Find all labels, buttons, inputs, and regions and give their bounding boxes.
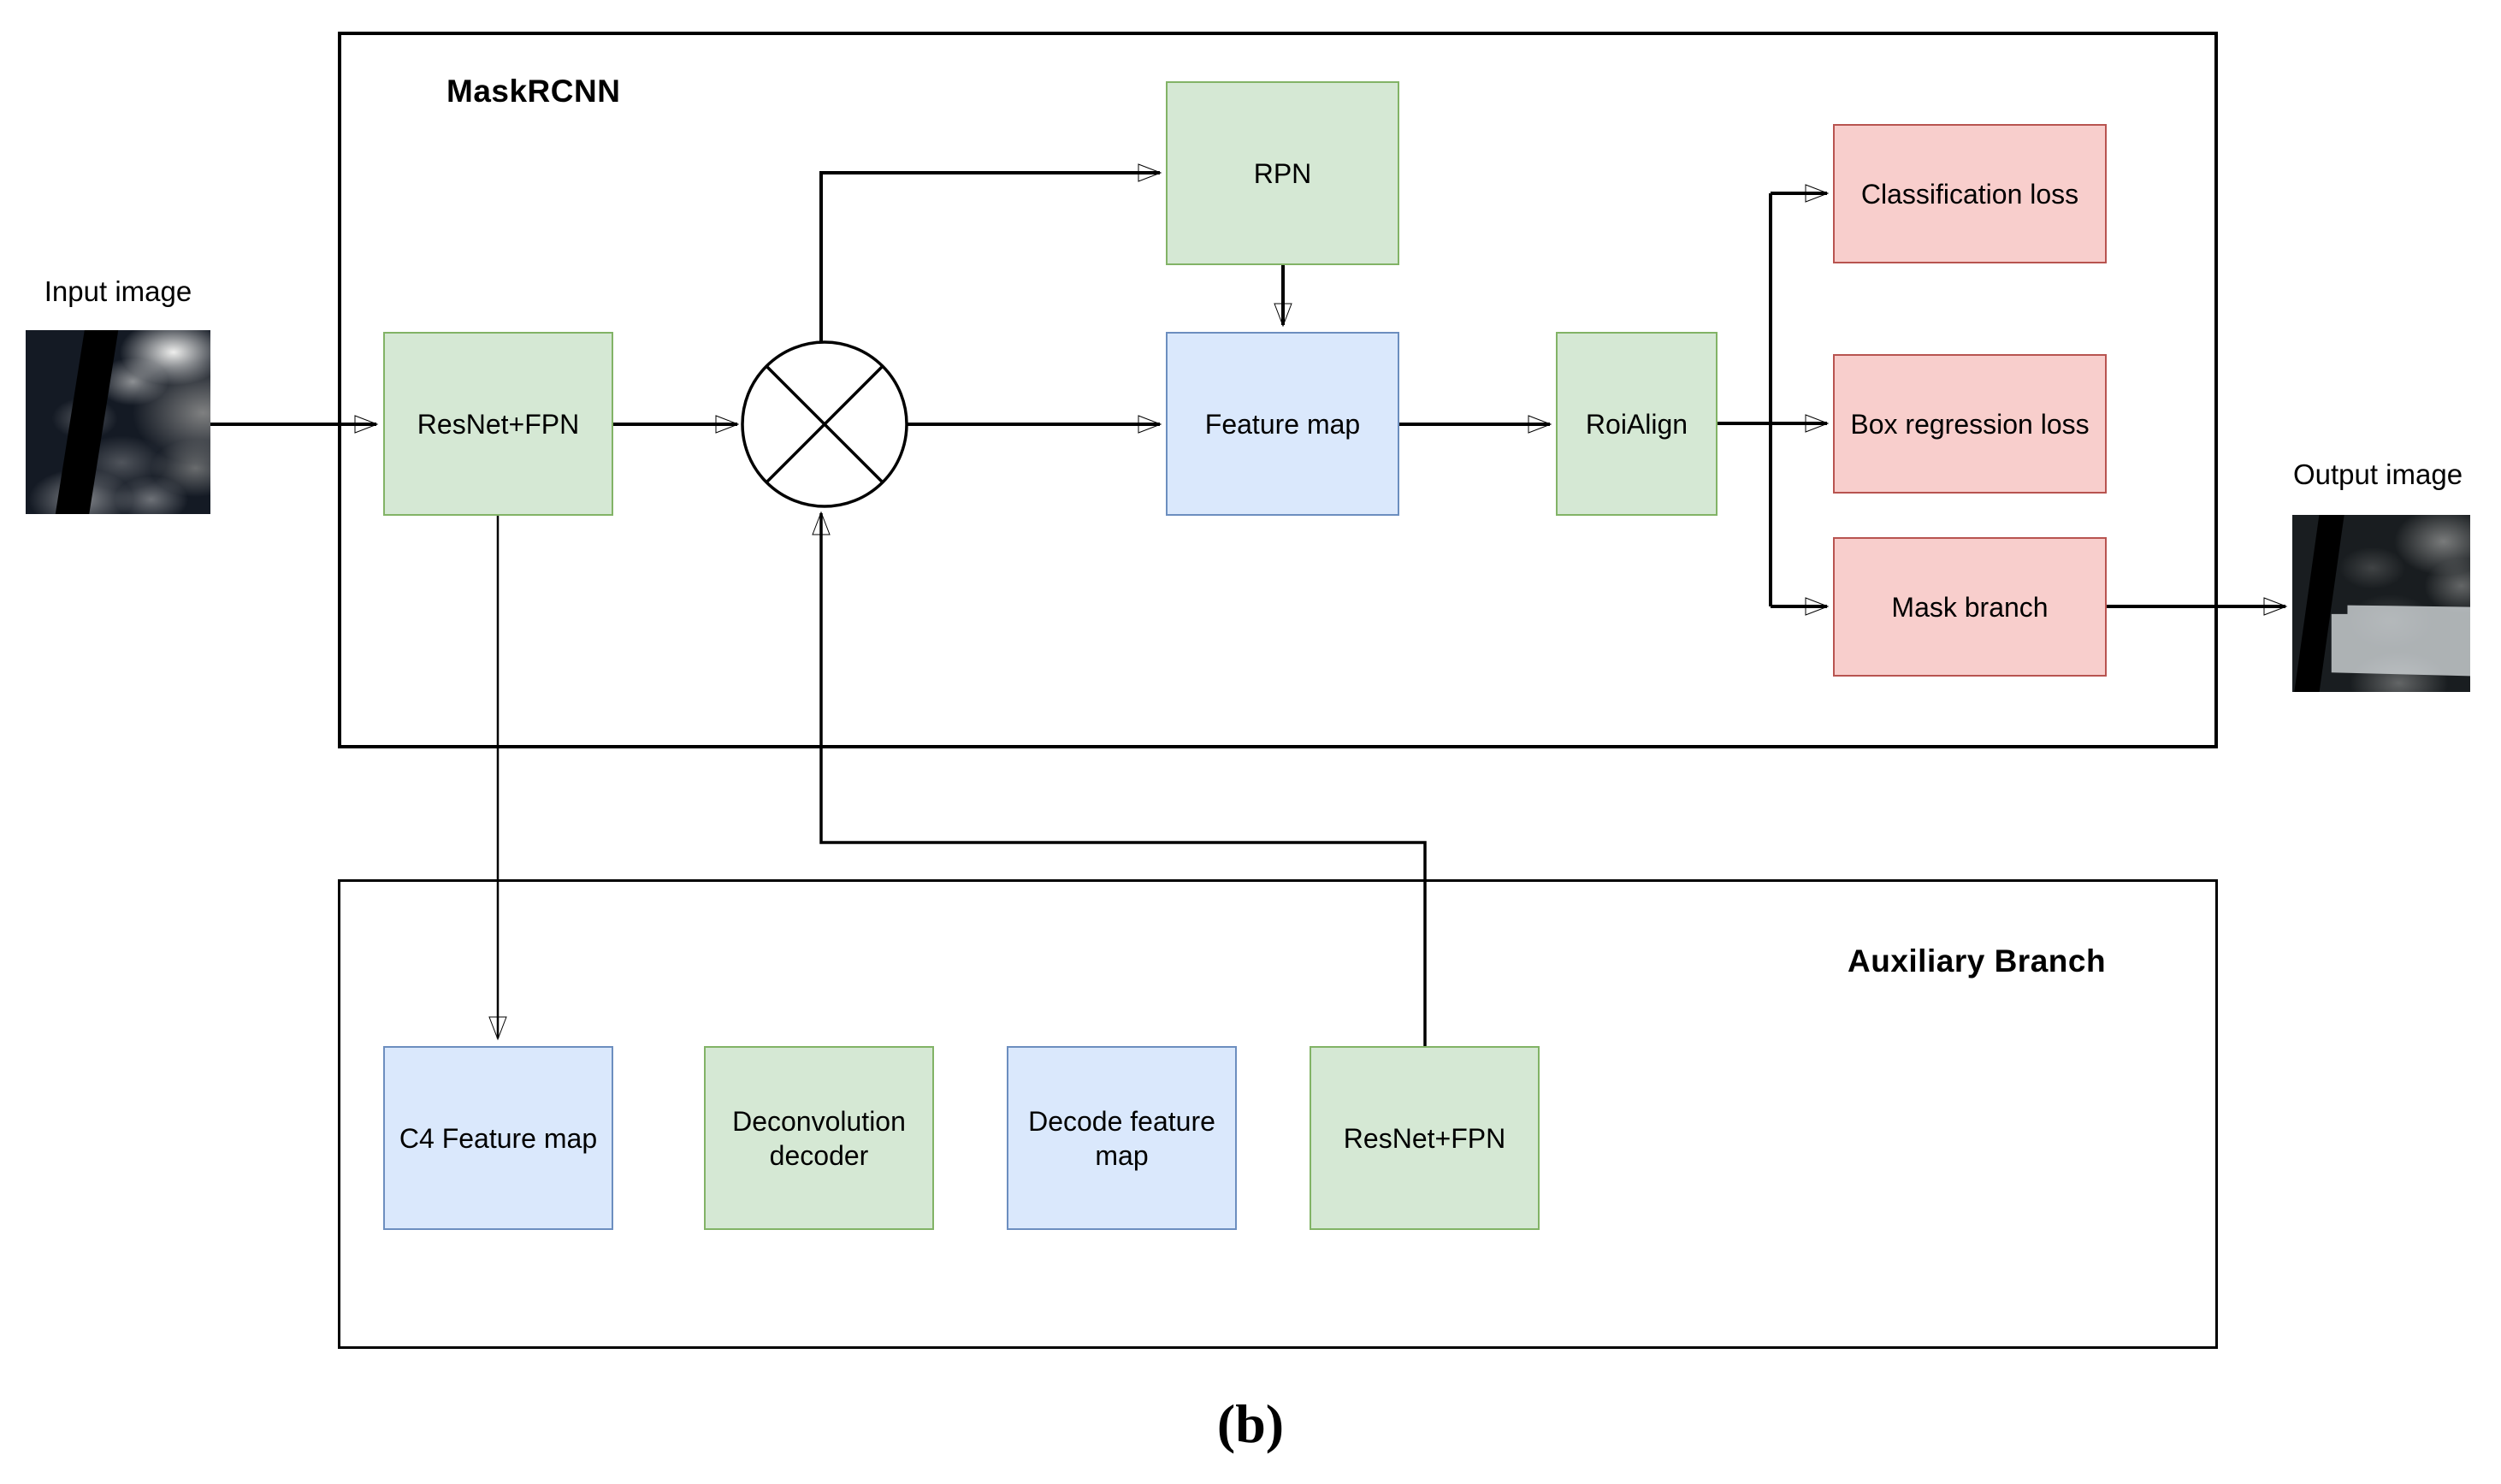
output-image-label: Output image (2292, 458, 2463, 490)
satellite-stripe (51, 330, 122, 514)
auxiliary-branch-title: Auxiliary Branch (1848, 943, 2107, 978)
node-label: Decode feature map (1028, 1105, 1215, 1171)
node-resnet-fpn: ResNet+FPN (383, 332, 613, 516)
node-roialign: RoiAlign (1556, 332, 1718, 516)
node-rpn: RPN (1166, 81, 1399, 265)
node-label: RPN (1253, 157, 1312, 189)
multiply-operator-icon (741, 340, 908, 508)
segmentation-mask-overlay (2331, 605, 2470, 677)
node-c4-feature-map: C4 Feature map (383, 1046, 613, 1230)
node-decode-feature-map: Decode feature map (1007, 1046, 1237, 1230)
node-label: Deconvolution decoder (732, 1105, 906, 1171)
node-label: C4 Feature map (399, 1122, 598, 1154)
auxiliary-container-box (338, 879, 2218, 1349)
figure-caption: (b) (1216, 1393, 1285, 1454)
node-label: Box regression loss (1850, 408, 2090, 440)
output-image-thumbnail (2292, 515, 2470, 692)
node-label: Mask branch (1891, 591, 2049, 623)
node-label: ResNet+FPN (417, 408, 580, 440)
maskrcnn-title: MaskRCNN (446, 74, 621, 109)
maskrcnn-container-box (338, 32, 2218, 748)
node-label: ResNet+FPN (1343, 1122, 1506, 1154)
arrow-operator-to-rpn (819, 163, 1162, 344)
node-label: RoiAlign (1585, 408, 1688, 440)
node-feature-map: Feature map (1166, 332, 1399, 516)
node-label: Classification loss (1860, 178, 2079, 210)
arrow-auxresnet-to-operator (812, 511, 1427, 1046)
input-image-thumbnail (26, 330, 210, 514)
input-image-label: Input image (44, 275, 192, 307)
node-label: Feature map (1204, 408, 1361, 440)
node-box-regression-loss: Box regression loss (1833, 354, 2107, 494)
node-classification-loss: Classification loss (1833, 124, 2107, 263)
node-mask-branch: Mask branch (1833, 537, 2107, 677)
node-deconvolution-decoder: Deconvolution decoder (704, 1046, 934, 1230)
node-aux-resnet-fpn: ResNet+FPN (1310, 1046, 1540, 1230)
